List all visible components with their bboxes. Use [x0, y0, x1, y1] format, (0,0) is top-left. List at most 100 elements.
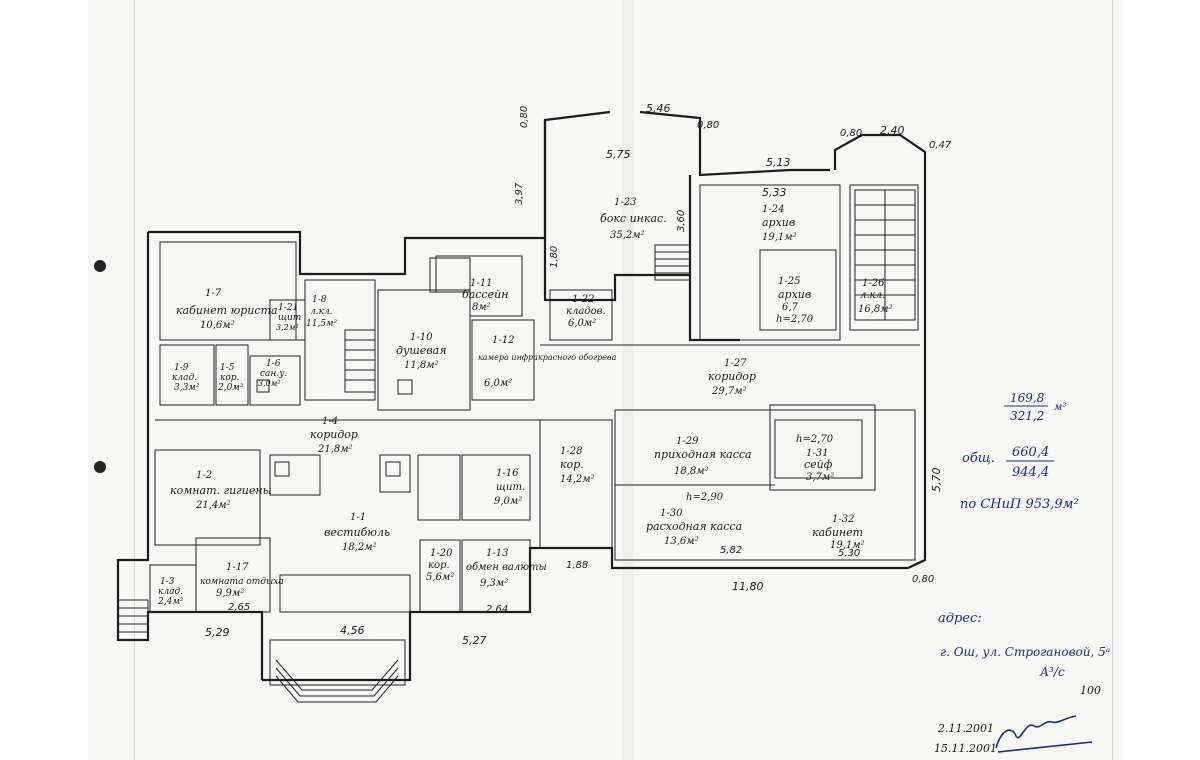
- svg-text:кор.: кор.: [560, 458, 584, 471]
- room-1-26: 1-26 л.кл. 16,8м²: [858, 278, 893, 315]
- svg-text:1-25: 1-25: [778, 276, 800, 287]
- svg-text:21,8м²: 21,8м²: [317, 444, 353, 455]
- svg-text:архив: архив: [778, 288, 811, 301]
- snip-area: по СНиП 953,9м²: [960, 497, 1079, 512]
- svg-text:1-12: 1-12: [492, 335, 514, 346]
- room-1-29: 1-29 приходная касса 18,8м²: [654, 436, 752, 477]
- dim-label: 5,27: [462, 634, 487, 647]
- dim-label: 5,70: [930, 468, 943, 493]
- svg-text:9,0м²: 9,0м²: [494, 496, 522, 507]
- room-1-24: 1-24 архив 19,1м²: [762, 204, 797, 243]
- toilet-fixture: [385, 461, 401, 477]
- binder-hole-bottom: [94, 461, 106, 473]
- room-1-2: 1-2 комнат. гигиены 21,4м²: [170, 470, 272, 511]
- svg-text:сан.у.: сан.у.: [260, 369, 287, 379]
- svg-text:1-7: 1-7: [205, 288, 222, 299]
- svg-text:архив: архив: [762, 216, 795, 229]
- svg-text:9,3м²: 9,3м²: [480, 578, 508, 589]
- room-1-8: 1-8 л.кл. 11,5м²: [306, 295, 338, 329]
- svg-text:35,2м²: 35,2м²: [610, 230, 645, 241]
- address-line: г. Ош, ул. Строгановой, 5ᵃ: [940, 645, 1110, 659]
- paper-seam-right: [1112, 0, 1113, 760]
- svg-text:бассейн: бассейн: [462, 288, 508, 301]
- signature-mark: [995, 715, 1093, 753]
- svg-text:коридор: коридор: [310, 428, 358, 441]
- svg-text:вестибюль: вестибюль: [324, 526, 390, 539]
- svg-text:коридор: коридор: [708, 370, 756, 383]
- shower-fixture: [397, 379, 413, 395]
- total-area-unit: м²: [1054, 402, 1066, 413]
- obsh-bottom: 944,4: [1012, 465, 1049, 480]
- dim-label: 4,56: [340, 624, 365, 637]
- svg-text:сейф: сейф: [804, 458, 833, 471]
- svg-text:1-8: 1-8: [312, 295, 327, 305]
- room-1-23: 1-23 бокс инкас. 35,2м²: [600, 197, 667, 241]
- svg-text:душевая: душевая: [396, 344, 447, 357]
- room-1-10: 1-10 душевая 11,8м²: [396, 332, 447, 371]
- scale-note: 100: [1080, 684, 1101, 697]
- dim-label: 0,80: [912, 574, 934, 585]
- svg-text:кор.: кор.: [428, 560, 450, 571]
- svg-text:h=2,70: h=2,70: [776, 314, 814, 325]
- room-labels: 1-23 бокс инкас. 35,2м² 1-24 архив 19,1м…: [157, 197, 893, 607]
- toilet-fixture: [274, 461, 290, 477]
- svg-text:1-11: 1-11: [470, 278, 492, 289]
- staircase-vault: [654, 244, 691, 281]
- svg-text:1-4: 1-4: [322, 416, 338, 427]
- svg-text:1-16: 1-16: [496, 468, 519, 479]
- center-fold: [622, 0, 634, 760]
- svg-text:1-22: 1-22: [572, 294, 594, 305]
- svg-text:1-31: 1-31: [806, 448, 828, 459]
- room-1-6: 1-6 сан.у. 3,0м²: [258, 359, 287, 388]
- svg-text:1-29: 1-29: [676, 436, 699, 447]
- litera-mark: А³/c: [1039, 665, 1065, 679]
- staircase-entrance: [117, 599, 149, 641]
- svg-text:кабинет: кабинет: [812, 526, 863, 539]
- total-area-top: 169,8: [1010, 391, 1045, 405]
- paper-seam-left: [134, 0, 135, 760]
- svg-text:1-3: 1-3: [160, 577, 175, 587]
- dim-label: 1,80: [549, 246, 560, 268]
- svg-text:h=2,90: h=2,90: [686, 492, 724, 503]
- svg-text:клад.: клад.: [158, 587, 183, 597]
- dim-label: 2,64: [486, 604, 508, 615]
- dim-label: 0,80: [697, 120, 719, 131]
- svg-text:1-24: 1-24: [762, 204, 784, 215]
- room-1-3: 1-3 клад. 2,4м²: [157, 577, 184, 607]
- svg-text:1-27: 1-27: [724, 358, 747, 369]
- toilet-fixture: [256, 379, 270, 393]
- svg-text:10,6м²: 10,6м²: [200, 320, 235, 331]
- svg-text:6,7: 6,7: [782, 302, 799, 313]
- svg-text:16,8м²: 16,8м²: [858, 304, 893, 315]
- svg-text:1-26: 1-26: [862, 278, 885, 289]
- dim-label: 0,80: [840, 128, 862, 139]
- svg-text:1-21: 1-21: [278, 303, 298, 313]
- svg-text:6,0м²: 6,0м²: [568, 318, 596, 329]
- svg-text:19,1м²: 19,1м²: [762, 232, 797, 243]
- svg-text:1-30: 1-30: [660, 508, 683, 519]
- svg-text:2,4м²: 2,4м²: [157, 597, 184, 607]
- room-1-31: h=2,70 1-31 сейф 3,7м²: [796, 434, 834, 483]
- dim-label: 1,88: [566, 560, 588, 571]
- svg-text:комнат. гигиены: комнат. гигиены: [170, 484, 272, 497]
- svg-text:11,5м²: 11,5м²: [306, 319, 338, 329]
- svg-text:кабинет юриста: кабинет юриста: [176, 304, 278, 317]
- svg-text:21,4м²: 21,4м²: [195, 500, 231, 511]
- svg-text:18,2м²: 18,2м²: [342, 542, 377, 553]
- svg-text:кладов.: кладов.: [566, 306, 606, 317]
- dim-label: 3,97: [514, 182, 525, 205]
- svg-text:1-2: 1-2: [196, 470, 212, 481]
- room-1-28: 1-28 кор. 14,2м²: [560, 446, 595, 485]
- svg-text:8м²: 8м²: [472, 302, 491, 313]
- svg-text:29,7м²: 29,7м²: [711, 386, 747, 397]
- svg-text:3,2м²: 3,2м²: [276, 323, 299, 332]
- svg-text:1-20: 1-20: [430, 548, 453, 559]
- room-1-27: 1-27 коридор 29,7м²: [708, 358, 756, 397]
- address-label: адрес:: [938, 611, 982, 626]
- dim-label: 5,46: [646, 102, 671, 115]
- room-1-13: 1-13 обмен валюты 9,3м²: [466, 548, 547, 589]
- dim-label: 0,47: [929, 140, 952, 151]
- dimension-labels: 0,80 5,46 0,80 2,40 0,47 0,80 3,97 5,75 …: [205, 102, 952, 647]
